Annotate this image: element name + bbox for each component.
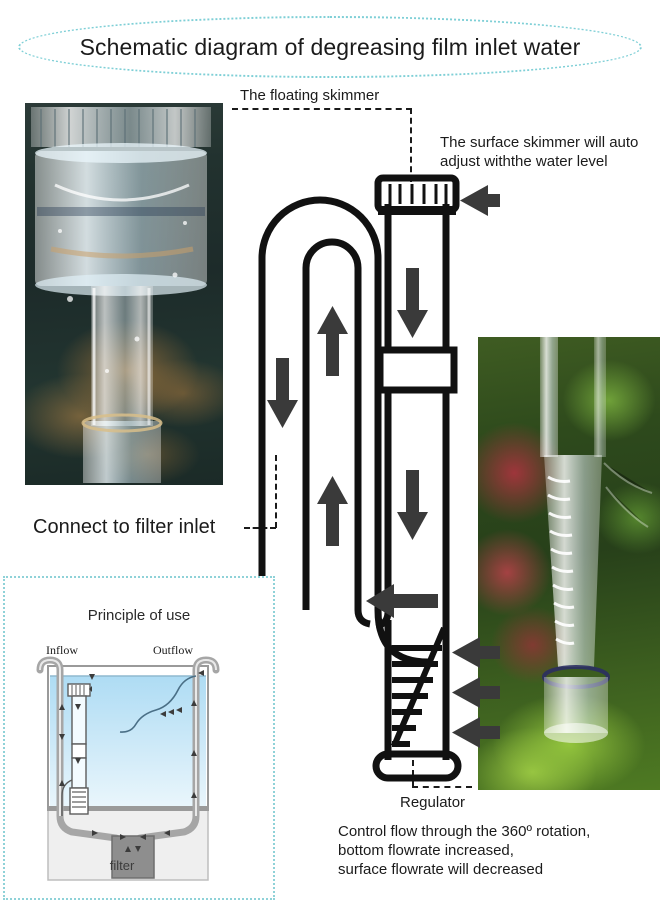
arrow-up-icon <box>191 700 197 706</box>
tank-inflow-skimmer <box>61 683 91 816</box>
pipe-coupling-block <box>376 346 458 394</box>
regulator-spiral-slots <box>391 626 447 748</box>
arrow-up-icon <box>135 846 141 852</box>
arrow-left-icon <box>452 717 500 748</box>
arrow-left-icon <box>89 686 92 692</box>
arrow-down-icon <box>267 358 298 428</box>
label-filter: filter <box>109 858 135 873</box>
arrow-left-icon <box>460 185 500 216</box>
title-ellipse-decoration <box>18 16 642 78</box>
principle-of-use-title: Principle of use <box>87 607 191 624</box>
arrow-down-icon <box>89 674 95 680</box>
arrow-left-icon <box>140 834 146 840</box>
leader-line-regulator-horizontal <box>412 786 472 788</box>
arrow-down-icon <box>75 704 81 710</box>
arrow-right-icon <box>92 830 98 836</box>
arrow-left-icon <box>164 830 170 836</box>
leader-line-floating-skimmer-horizontal <box>232 108 412 110</box>
label-regulator: Regulator <box>400 794 466 811</box>
u-tube-inner-wall <box>302 238 371 628</box>
lily-pipe-photo <box>478 337 660 790</box>
principle-flow-arrows <box>59 670 204 852</box>
page-title: Schematic diagram of degreasing film inl… <box>79 33 581 60</box>
arrow-left-icon <box>452 677 500 708</box>
arrow-up-icon <box>317 306 348 376</box>
surface-film-arrows <box>160 707 182 717</box>
label-connect-filter-inlet: Connect to filter inlet <box>33 516 216 538</box>
arrow-up-icon <box>59 780 65 786</box>
principle-of-use-diagram <box>36 656 220 881</box>
skimmer-schematic-drawing <box>258 174 500 782</box>
filter-box <box>111 835 155 879</box>
leader-line-regulator-vertical <box>412 760 414 786</box>
label-inflow: Inflow <box>46 643 78 657</box>
arrow-down-icon <box>397 268 428 338</box>
tank-outflow-pipe <box>119 675 197 733</box>
label-control-flow: Control flow through the 360º rotation, … <box>338 823 591 879</box>
u-tube-outer-wall <box>258 196 429 666</box>
label-floating-skimmer: The floating skimmer <box>240 87 380 104</box>
page-title-container: Schematic diagram of degreasing film inl… <box>18 16 642 78</box>
arrow-left-icon <box>452 637 500 668</box>
skimmer-photo <box>25 103 223 485</box>
label-outflow: Outflow <box>153 643 193 657</box>
arrow-up-icon <box>191 792 197 798</box>
arrow-down-icon <box>59 734 65 740</box>
arrow-down-icon <box>75 758 81 764</box>
arrow-left-icon <box>366 584 438 618</box>
arrow-down-icon <box>125 846 131 852</box>
arrow-right-icon <box>120 834 126 840</box>
regulator-bottom-cap <box>372 750 462 782</box>
arrow-left-icon <box>198 670 204 676</box>
flow-arrow-group <box>267 185 500 748</box>
arrow-up-icon <box>317 476 348 546</box>
leader-line-floating-skimmer-vertical <box>410 108 412 182</box>
lily-pipe-photo-glass-overlay <box>540 337 653 743</box>
leader-line-connect-filter-vertical <box>275 455 277 528</box>
floating-skimmer-head <box>374 174 460 215</box>
skimmer-photo-glass-overlay <box>31 107 211 483</box>
label-surface-auto-adjust: The surface skimmer will auto adjust wit… <box>440 134 639 171</box>
arrow-up-icon <box>59 704 65 710</box>
arrow-down-icon <box>397 470 428 540</box>
arrow-up-icon <box>191 750 197 756</box>
tank-base <box>48 806 208 811</box>
